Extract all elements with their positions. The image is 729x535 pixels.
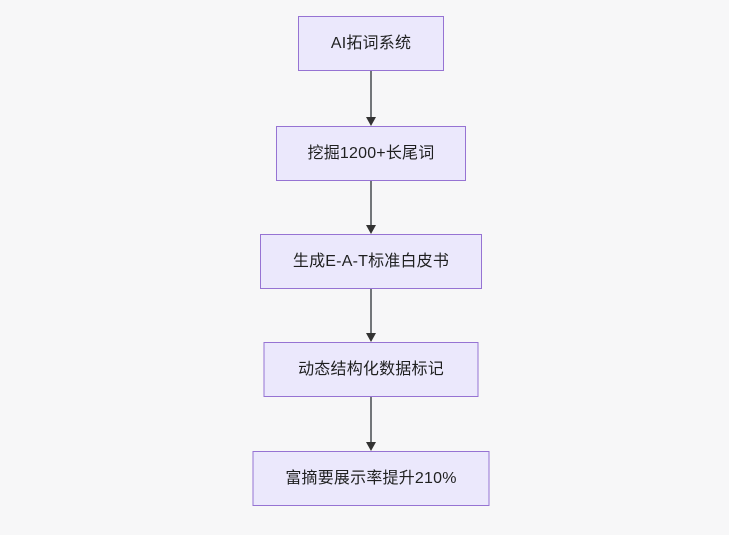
flow-node-label: 生成E-A-T标准白皮书 <box>292 252 450 270</box>
edge-line <box>370 289 372 333</box>
flow-node-label: 富摘要展示率提升210% <box>285 469 457 487</box>
flow-edge-3-to-4 <box>365 289 377 342</box>
edge-line <box>370 181 372 225</box>
flow-node-longtail-mining[interactable]: 挖掘1200+长尾词 <box>276 126 466 181</box>
edge-line <box>370 397 372 442</box>
flow-edge-1-to-2 <box>365 71 377 126</box>
flow-node-ai-keyword-system[interactable]: AI拓词系统 <box>298 16 444 71</box>
arrowhead-icon <box>366 117 376 126</box>
flow-node-label: 动态结构化数据标记 <box>298 360 444 378</box>
flow-node-label: AI拓词系统 <box>330 34 412 52</box>
edge-line <box>370 71 372 117</box>
arrowhead-icon <box>366 333 376 342</box>
flow-node-rich-snippet-result[interactable]: 富摘要展示率提升210% <box>252 451 490 506</box>
flow-node-eat-whitepaper[interactable]: 生成E-A-T标准白皮书 <box>260 234 482 289</box>
flow-edge-4-to-5 <box>365 397 377 451</box>
arrowhead-icon <box>366 442 376 451</box>
arrowhead-icon <box>366 225 376 234</box>
flow-edge-2-to-3 <box>365 181 377 234</box>
flow-node-structured-data-markup[interactable]: 动态结构化数据标记 <box>263 342 479 397</box>
flow-node-label: 挖掘1200+长尾词 <box>307 144 435 162</box>
